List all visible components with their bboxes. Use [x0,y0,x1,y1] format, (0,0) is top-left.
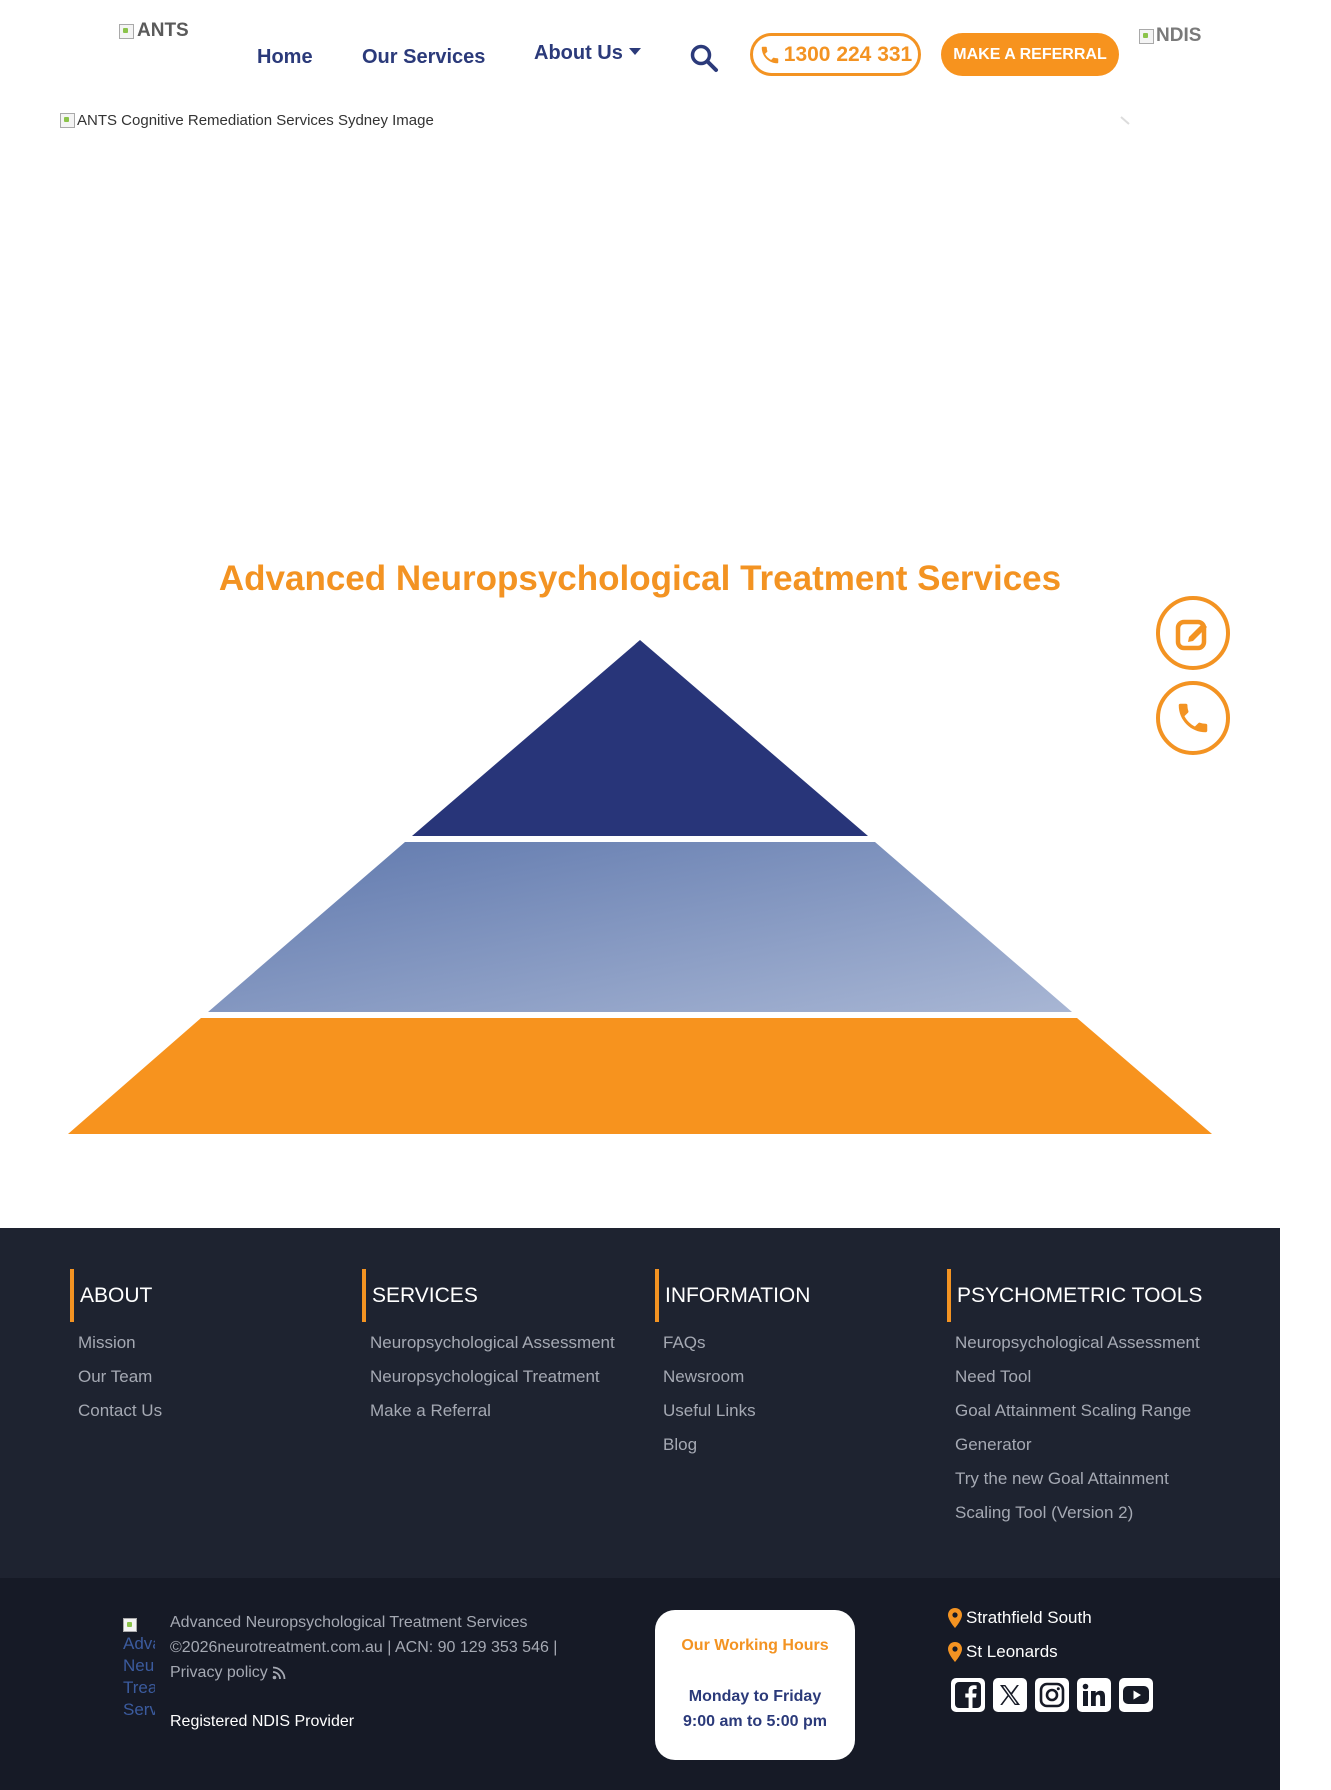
footer-bottom-bar: Advanced Neuropsychological Treatment Se… [0,1578,1280,1790]
footer-link-newsroom[interactable]: Newsroom [663,1367,745,1386]
footer-link-neuro-treatment[interactable]: Neuropsychological Treatment [370,1367,600,1386]
footer-link-neuro-assessment[interactable]: Neuropsychological Assessment [370,1333,615,1352]
location-label: St Leonards [966,1642,1058,1661]
working-hours-card: Our Working Hours Monday to Friday 9:00 … [655,1610,855,1760]
broken-image-icon [1139,28,1154,44]
footer-col-services: SERVICES Neuropsychological Assessment N… [362,1269,615,1428]
youtube-icon[interactable] [1119,1678,1153,1712]
phone-icon [761,46,779,63]
footer-ndis-registered: Registered NDIS Provider [170,1713,355,1730]
footer-link-blog[interactable]: Blog [663,1435,698,1454]
footer-logo[interactable]: Advanced Neuropsychological Treatment Se… [123,1618,155,1734]
footer-col-about: ABOUT Mission Our Team Contact Us [70,1269,162,1428]
footer-link-gas-generator[interactable]: Generator [955,1435,1032,1454]
linkedin-icon[interactable] [1077,1678,1111,1712]
pyramid-top-tier [412,640,868,836]
footer-company-name: Advanced Neuropsychological Treatment Se… [170,1614,528,1631]
float-referral-button[interactable] [1156,596,1230,670]
footer-link-gas-v2[interactable]: Scaling Tool (Version 2) [955,1503,1134,1522]
ndis-alt-text: NDIS [1156,25,1202,46]
pyramid-bottom-tier [68,1018,1212,1134]
footer-heading-services: SERVICES [362,1269,615,1322]
nav-about-label: About Us [534,42,623,64]
ants-logo[interactable]: ANTS [119,20,189,42]
phone-icon [1178,703,1208,733]
footer-link-assessment-tool[interactable]: Neuropsychological Assessment [955,1333,1200,1352]
footer-col-information: INFORMATION FAQs Newsroom Useful Links B… [655,1269,810,1462]
hero-image: ANTS Cognitive Remediation Services Sydn… [60,112,434,129]
working-hours-time: 9:00 am to 5:00 pm [682,1713,828,1730]
nav-our-services[interactable]: Our Services [362,46,486,68]
ndis-logo: NDIS [1139,25,1201,47]
broken-image-icon [123,1618,137,1632]
footer-logo-alt: Advanced Neuropsychological Treatment Se… [123,1634,155,1719]
pyramid-middle-tier [208,842,1072,1012]
footer-heading-tools: PSYCHOMETRIC TOOLS [947,1269,1202,1322]
footer-link-gas-range[interactable]: Goal Attainment Scaling Range [955,1401,1192,1420]
footer-privacy-row: Privacy policy [170,1660,557,1685]
footer-company-info: Advanced Neuropsychological Treatment Se… [170,1610,557,1685]
footer-links-section: ABOUT Mission Our Team Contact Us SERVIC… [0,1228,1280,1578]
working-hours-days: Monday to Friday [688,1688,822,1705]
make-referral-button[interactable]: MAKE A REFERRAL [941,33,1119,76]
phone-button[interactable]: 1300 224 331 [750,33,921,76]
footer-link-make-referral[interactable]: Make a Referral [370,1401,491,1420]
footer-link-mission[interactable]: Mission [78,1333,136,1352]
footer-privacy-link[interactable]: Privacy policy [170,1664,268,1681]
broken-image-icon [119,23,134,39]
map-pin-icon [948,1608,962,1628]
rss-icon[interactable] [272,1666,286,1680]
footer-link-gas-new[interactable]: Try the new Goal Attainment [955,1469,1169,1488]
nav-about-us[interactable]: About Us [534,42,641,65]
chevron-down-icon [628,48,641,56]
nav-home[interactable]: Home [257,46,313,68]
footer-link-faqs[interactable]: FAQs [663,1333,706,1352]
edit-icon [1175,619,1207,651]
map-pin-icon [948,1642,962,1662]
location-label: Strathfield South [966,1608,1092,1627]
slider-arrow-icon [1120,116,1130,125]
phone-number: 1300 224 331 [783,42,913,66]
working-hours-title: Our Working Hours [681,1637,829,1654]
footer-col-tools: PSYCHOMETRIC TOOLS Neuropsychological As… [947,1269,1202,1530]
page-title: Advanced Neuropsychological Treatment Se… [218,559,1062,598]
footer-link-useful-links[interactable]: Useful Links [663,1401,756,1420]
footer-heading-information: INFORMATION [655,1269,810,1322]
facebook-icon[interactable] [951,1678,985,1712]
pyramid-graphic [68,640,1212,1134]
float-call-button[interactable] [1156,681,1230,755]
social-links [951,1678,1153,1712]
search-icon[interactable] [689,43,719,73]
instagram-icon[interactable] [1035,1678,1069,1712]
footer-link-contact-us[interactable]: Contact Us [78,1401,163,1420]
footer-heading-about: ABOUT [70,1269,162,1322]
logo-alt-text: ANTS [137,20,189,41]
x-twitter-icon[interactable] [993,1678,1027,1712]
location-strathfield[interactable]: Strathfield South [948,1608,1092,1628]
footer-copyright: ©2026neurotreatment.com.au | ACN: 90 129… [170,1639,558,1656]
hero-alt-text: ANTS Cognitive Remediation Services Sydn… [77,112,434,129]
footer-link-need-tool[interactable]: Need Tool [955,1367,1032,1386]
location-st-leonards[interactable]: St Leonards [948,1642,1058,1662]
footer-link-our-team[interactable]: Our Team [78,1367,153,1386]
broken-image-icon [60,113,75,128]
